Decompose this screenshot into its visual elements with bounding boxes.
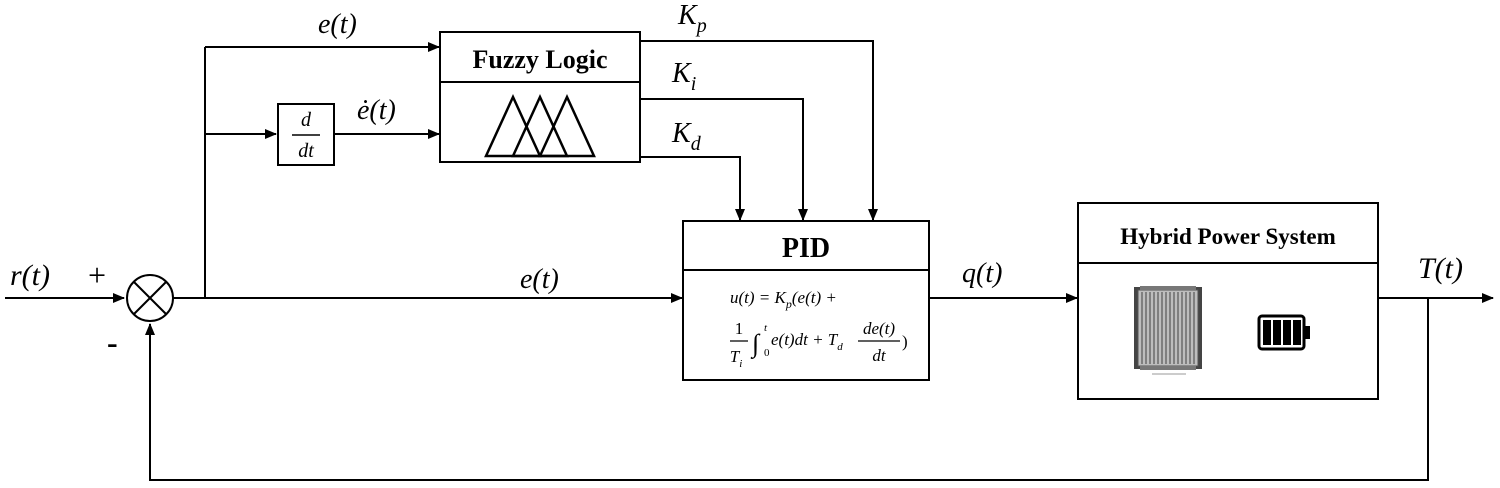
hps-title: Hybrid Power System (1120, 224, 1336, 249)
integral-upper: t (764, 322, 768, 334)
frac1-numerator: 1 (735, 319, 744, 338)
e-mid-label: e(t) (520, 264, 559, 295)
fuzzy-logic-block: Fuzzy Logic (439, 31, 641, 163)
kp-line (641, 40, 878, 221)
integrand: e(t)dt + Td (771, 330, 843, 353)
kd-line (641, 156, 745, 221)
membership-triangles-icon (484, 93, 596, 158)
edot-label: ė(t) (357, 95, 396, 126)
frac2-numerator: de(t) (863, 319, 895, 338)
derivative-numerator: d (301, 109, 312, 131)
feedback-line (145, 298, 1429, 481)
ki-label: Ki (671, 58, 696, 95)
T-label: T(t) (1418, 252, 1463, 285)
plus-sign: + (88, 257, 106, 293)
kd-label: Kd (671, 118, 702, 155)
fuel-cell-stack-icon (1134, 286, 1202, 375)
q-label: q(t) (962, 258, 1002, 289)
ki-line (641, 98, 808, 221)
pid-equation-line2: 1 Ti ∫ t 0 e(t)dt + Td de(t) dt ) (730, 319, 908, 370)
battery-icon (1257, 314, 1310, 351)
closing-paren: ) (902, 332, 908, 351)
minus-sign: - (107, 324, 118, 360)
integral-sign: ∫ (750, 329, 761, 359)
frac1-denominator: Ti (730, 347, 743, 370)
integral-lower: 0 (764, 347, 770, 359)
pid-block: PID u(t) = Kp(e(t) + 1 Ti ∫ t 0 e(t)dt +… (682, 220, 930, 381)
e-top-label: e(t) (318, 9, 357, 40)
derivative-block: d dt (277, 103, 335, 166)
summing-junction-icon (126, 274, 174, 322)
pid-title: PID (782, 233, 830, 264)
derivative-denominator: dt (298, 140, 314, 162)
fuzzy-logic-title: Fuzzy Logic (472, 45, 607, 74)
hybrid-power-system-block: Hybrid Power System (1077, 202, 1379, 400)
pid-equation-line1: u(t) = Kp(e(t) + (730, 288, 837, 311)
kp-label: Kp (677, 0, 707, 37)
frac2-denominator: dt (872, 346, 887, 365)
r-label: r(t) (10, 259, 50, 292)
